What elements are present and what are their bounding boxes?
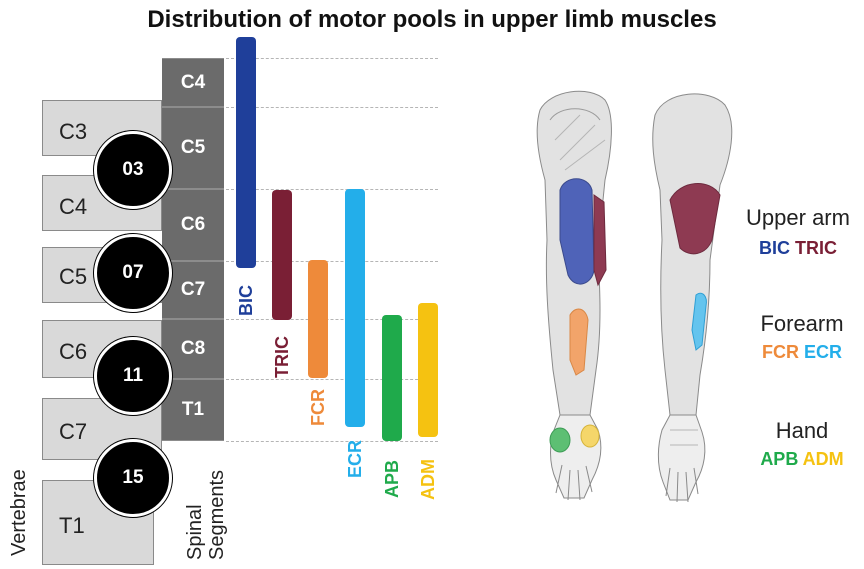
bar-apb [382, 315, 402, 441]
boundary-line [226, 58, 438, 59]
boundary-line [226, 379, 438, 380]
bar-ecr [345, 189, 365, 427]
label-ecr: ECR [345, 440, 366, 478]
vertebra-label: C4 [59, 194, 87, 219]
disc-15: 15 [94, 439, 172, 517]
segment-label: C7 [181, 279, 205, 301]
boundary-line [226, 441, 438, 442]
boundary-line [226, 261, 438, 262]
back-arm [653, 94, 732, 502]
disc-11: 11 [94, 337, 172, 415]
disc-03: 03 [94, 131, 172, 209]
front-arm [537, 91, 611, 500]
legend-forearm-keys: FCR ECR [732, 342, 864, 363]
segment-label: C4 [181, 72, 205, 94]
boundary-line [226, 107, 438, 108]
label-adm: ADM [418, 459, 439, 500]
front-adm [581, 425, 599, 447]
segment-c6: C6 [162, 189, 224, 261]
spinal-segments-label: Spinal Segments [184, 440, 228, 560]
legend-hand-title: Hand [732, 418, 864, 444]
label-fcr: FCR [308, 389, 329, 426]
segment-label: C6 [181, 214, 205, 236]
vertebra-label: C5 [59, 264, 87, 289]
bar-fcr [308, 260, 328, 378]
disc-07: 07 [94, 234, 172, 312]
legend-tric: TRIC [795, 238, 837, 258]
front-tricep [594, 195, 606, 285]
arm-anatomy-illustration [520, 70, 750, 510]
legend-forearm-title: Forearm [732, 311, 864, 337]
legend-adm: ADM [803, 449, 844, 469]
legend-apb: APB [760, 449, 798, 469]
legend-fcr: FCR [762, 342, 799, 362]
boundary-line [226, 319, 438, 320]
legend-ecr: ECR [804, 342, 842, 362]
segment-label: T1 [182, 399, 204, 421]
bar-adm [418, 303, 438, 437]
page-title: Distribution of motor pools in upper lim… [0, 6, 864, 34]
bar-tric [272, 190, 292, 320]
label-bic: BIC [236, 285, 257, 316]
vertebra-label: C7 [59, 419, 87, 444]
boundary-line [226, 189, 438, 190]
label-tric: TRIC [272, 336, 293, 378]
label-apb: APB [382, 460, 403, 498]
segment-label: C8 [181, 338, 205, 360]
legend-upper-arm-title: Upper arm [728, 205, 864, 231]
legend-upper-arm-keys: BIC TRIC [728, 238, 864, 259]
vertebra-label: T1 [59, 513, 85, 538]
vertebra-label: C3 [59, 119, 87, 144]
segment-label: C5 [181, 137, 205, 159]
legend-bic: BIC [759, 238, 790, 258]
front-apb [550, 428, 570, 452]
vertebra-label: C6 [59, 339, 87, 364]
legend-hand-keys: APB ADM [732, 449, 864, 470]
vertebrae-label: Vertebrae [8, 469, 30, 556]
bar-bic [236, 37, 256, 268]
segment-c4: C4 [162, 58, 224, 107]
segment-t1: T1 [162, 379, 224, 441]
